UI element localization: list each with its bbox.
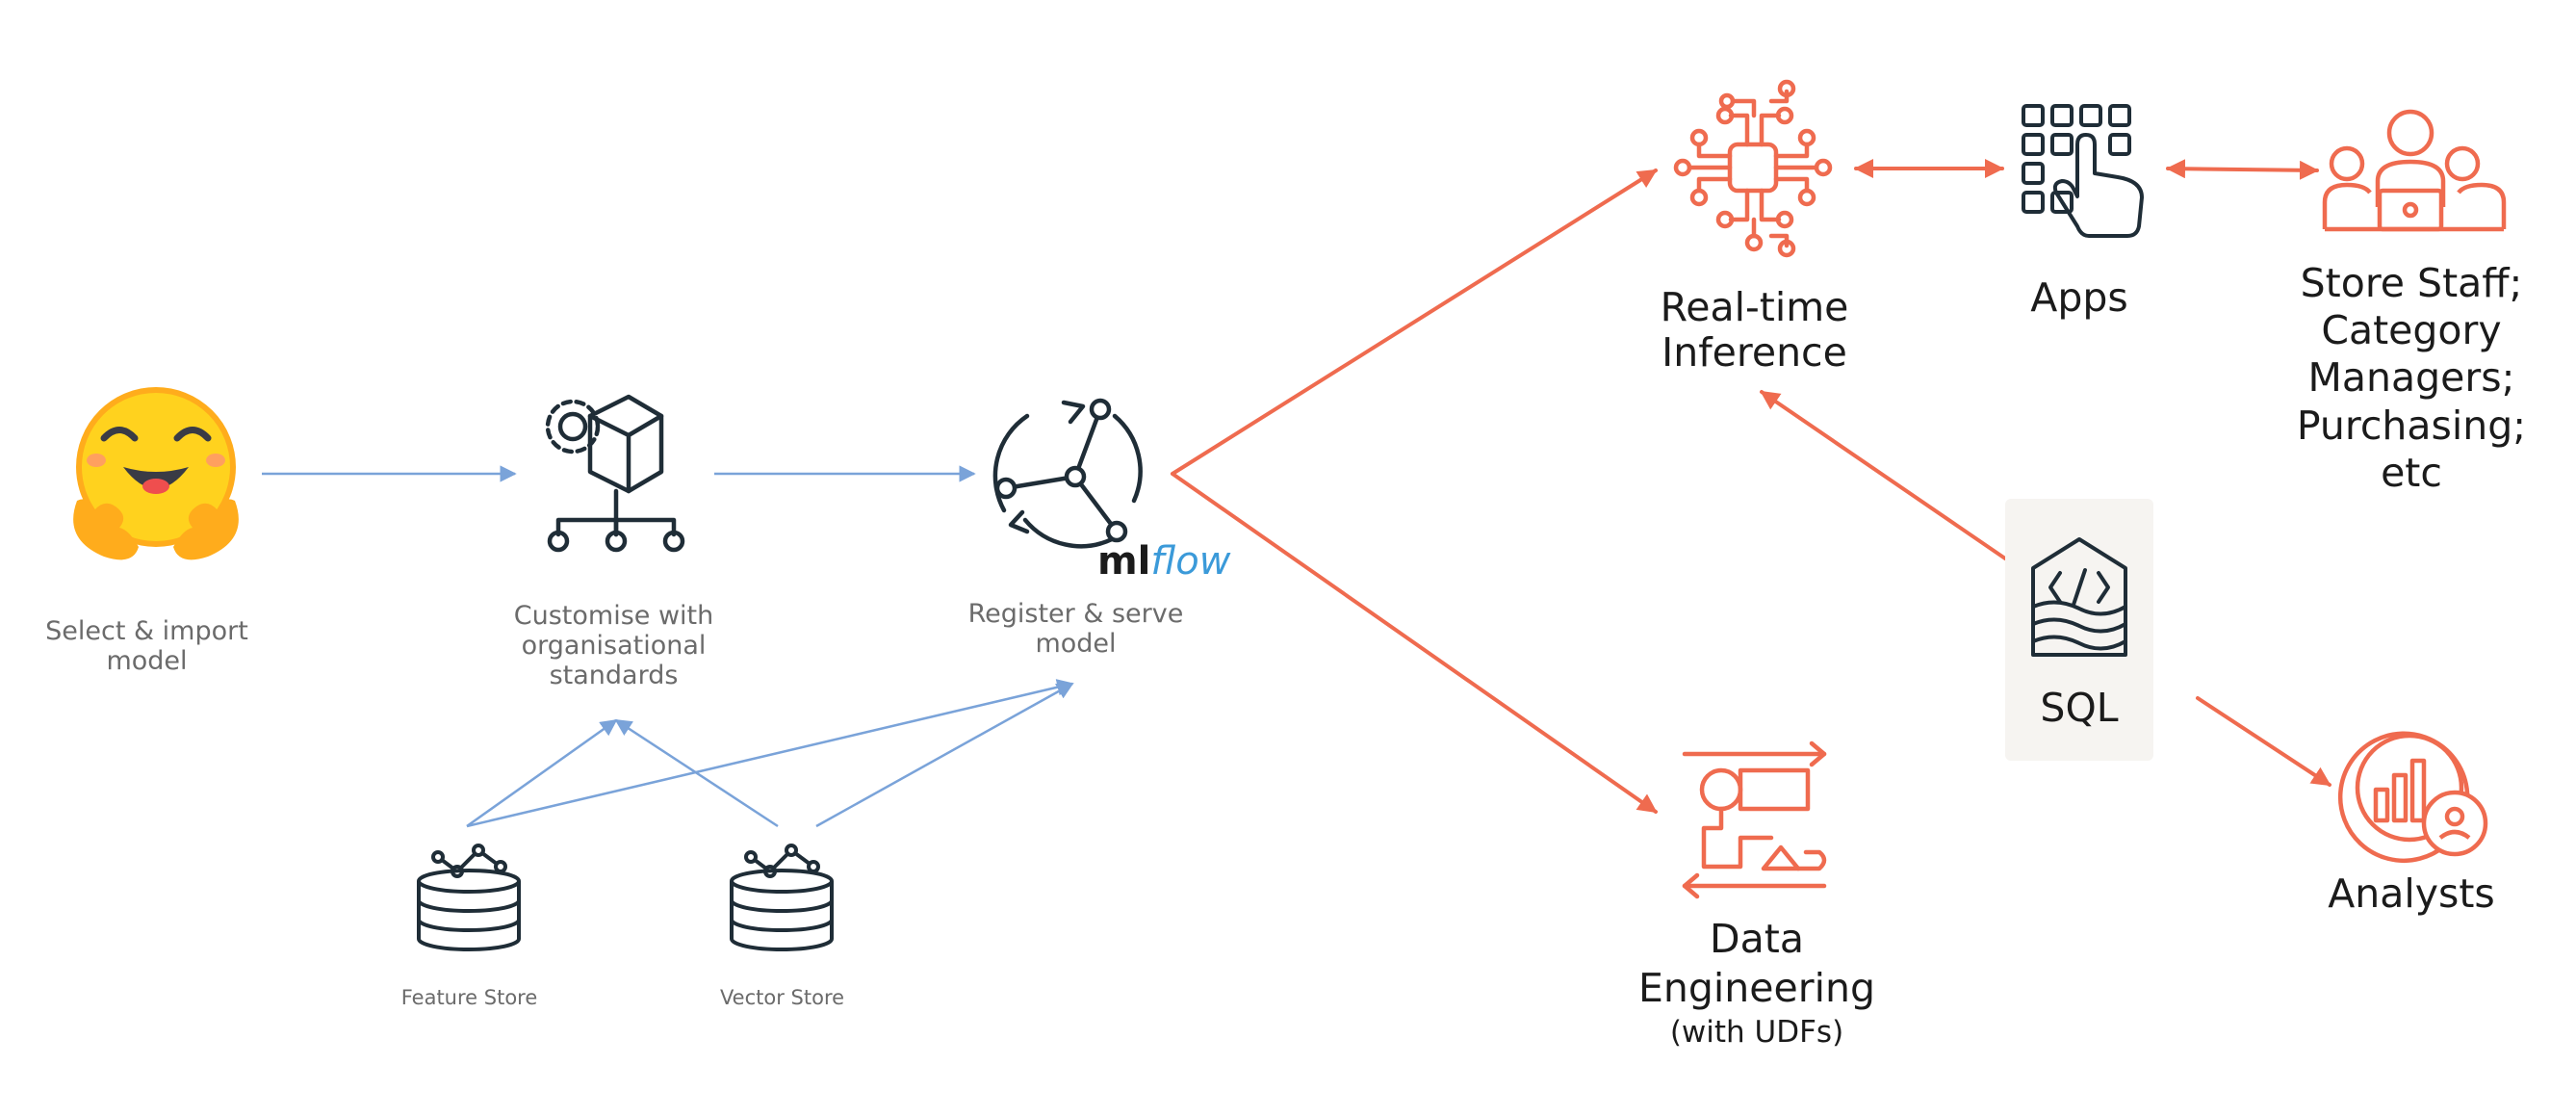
- arrow-feature-to-customise: [466, 718, 618, 828]
- orange-connectors: [1171, 159, 2331, 814]
- blue-connectors: [262, 465, 1074, 828]
- mlflow-logo-ml: ml: [1097, 539, 1151, 584]
- vector-store-icon: [730, 844, 834, 951]
- customise-label-line3: standards: [549, 661, 679, 691]
- staff-label-line2: Category: [2321, 307, 2502, 354]
- dataeng-label-line2: Engineering: [1638, 965, 1875, 1012]
- data-engineering-icon: [1682, 740, 1827, 899]
- register-label: Register & serve model: [963, 599, 1189, 659]
- hf-label: Select & import model: [39, 616, 255, 676]
- sql-icon-overlay: [2031, 537, 2127, 657]
- hf-label-line2: model: [106, 646, 188, 677]
- staff-label-line4: Purchasing;: [2296, 402, 2527, 449]
- realtime-label: Real-time Inference: [1636, 284, 1872, 377]
- analysts-icon: [2337, 731, 2488, 864]
- arrow-sql-to-analysts: [2196, 696, 2331, 787]
- store-staff-icon: [2322, 109, 2507, 232]
- customise-label: Customise with organisational standards: [501, 601, 727, 690]
- mlflow-icon: [992, 398, 1143, 549]
- realtime-inference-icon: [1673, 79, 1833, 258]
- arrow-apps-staff: [2166, 159, 2319, 180]
- apps-label: Apps: [2030, 274, 2128, 321]
- arrow-register-to-dataeng: [1171, 472, 1658, 814]
- dataeng-label: Data Engineering (with UDFs): [1627, 915, 1887, 1051]
- mlflow-logo: mlflow: [1097, 539, 1230, 584]
- feature-store-label: Feature Store: [400, 986, 538, 1009]
- register-label-line2: model: [1035, 629, 1117, 660]
- dataeng-label-line3: (with UDFs): [1669, 1014, 1844, 1050]
- hugging-face-icon: [73, 387, 239, 560]
- sql-label: SQL: [2040, 685, 2119, 731]
- customise-label-line1: Customise with: [513, 601, 714, 631]
- hf-label-line1: Select & import: [45, 616, 248, 646]
- arrow-sql-to-realtime: [1760, 390, 2007, 560]
- register-label-line1: Register & serve: [967, 599, 1184, 629]
- staff-label: Store Staff; Category Managers; Purchasi…: [2296, 260, 2527, 497]
- arrow-register-to-realtime: [1171, 169, 1658, 476]
- staff-label-line1: Store Staff;: [2300, 260, 2523, 306]
- vector-store-label: Vector Store: [719, 986, 845, 1009]
- sql-box: [2005, 499, 2153, 761]
- realtime-label-line2: Inference: [1662, 329, 1847, 377]
- customise-label-line2: organisational: [521, 631, 707, 662]
- staff-label-line3: Managers;: [2307, 354, 2515, 402]
- analysts-label: Analysts: [2328, 870, 2495, 917]
- feature-store-icon: [417, 844, 521, 951]
- staff-label-line5: etc: [2381, 449, 2442, 496]
- apps-icon: [2022, 104, 2144, 238]
- realtime-label-line1: Real-time: [1660, 284, 1849, 330]
- customise-icon: [545, 394, 685, 553]
- arrow-vector-to-register: [815, 682, 1074, 828]
- dataeng-label-line1: Data: [1710, 916, 1804, 962]
- arrow-feature-to-register: [466, 679, 1074, 828]
- mlflow-logo-flow: flow: [1150, 539, 1231, 584]
